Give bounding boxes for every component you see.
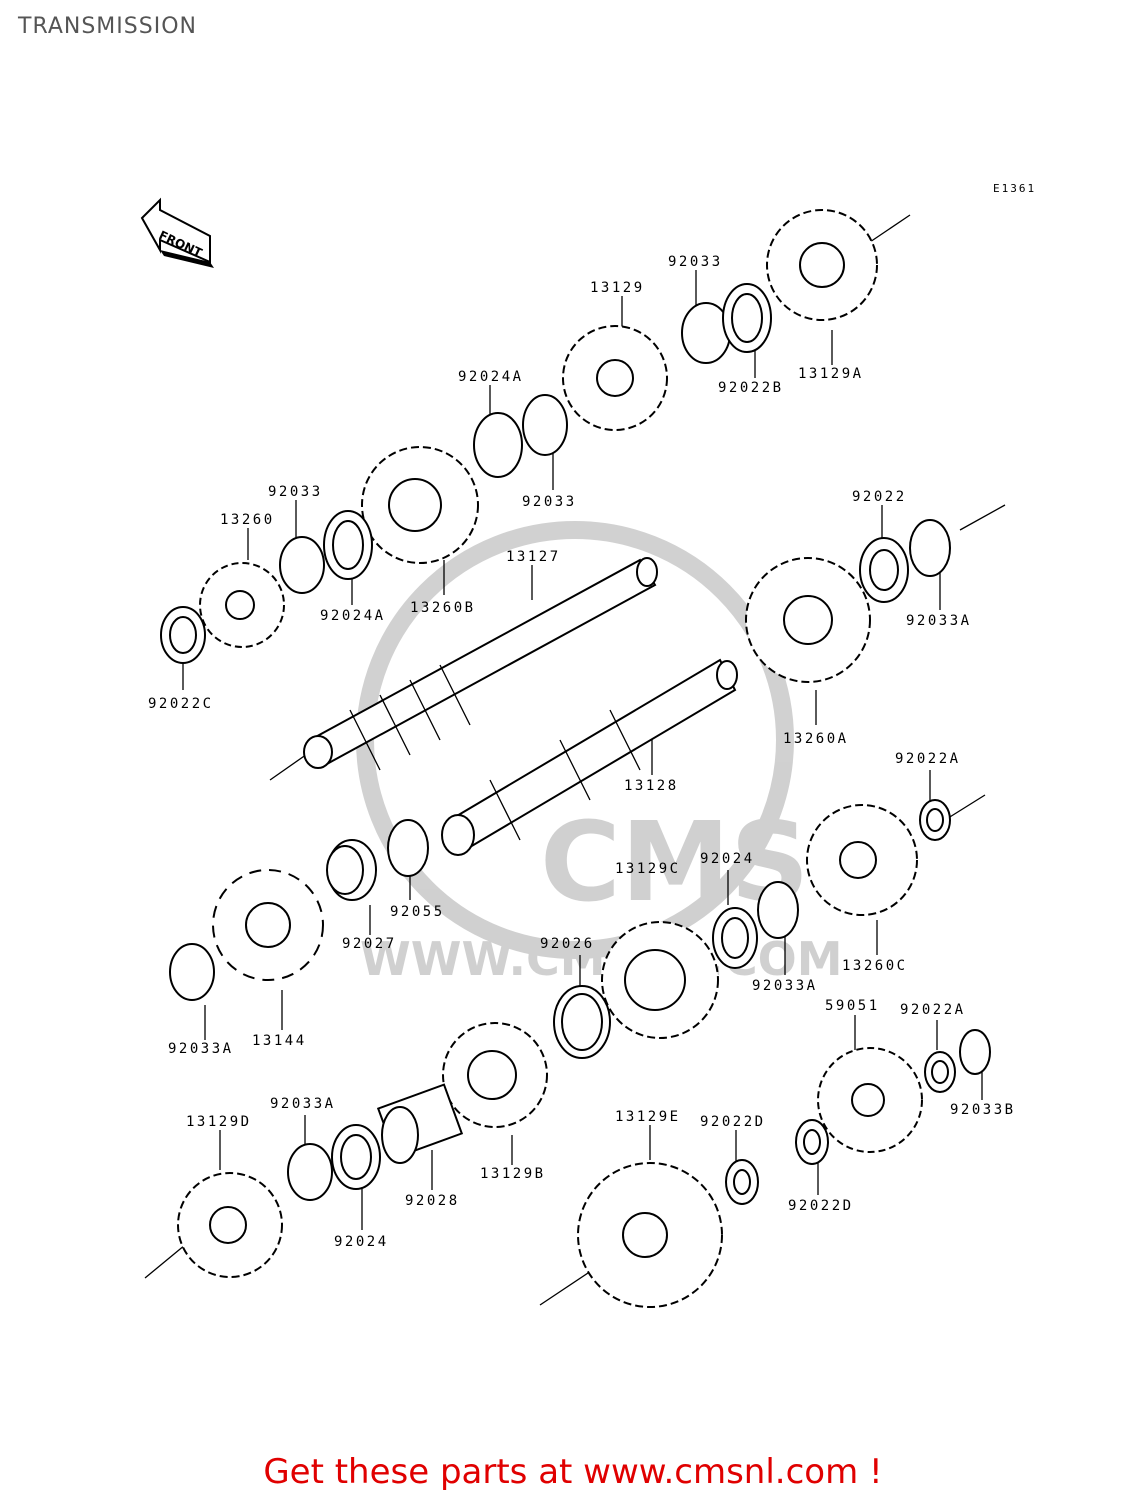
front-arrow-icon: FRONT [140,197,214,268]
gear-13129B [442,1022,548,1128]
gear-59051 [817,1047,923,1153]
label-59051: 59051 [825,998,880,1014]
label-13129A: 13129A [798,366,864,382]
gear-13129 [562,325,668,431]
ring-92024A-top [473,412,523,478]
label-92022A: 92022A [900,1002,966,1018]
label-13129C: 13129C [615,861,681,877]
ring-92024A-left [323,510,373,580]
washer-92022 [859,537,909,603]
label-92024A: 92024A [320,608,386,624]
label-92022C: 92022C [148,696,214,712]
gear-13260B [361,446,479,564]
label-13129B: 13129B [480,1166,546,1182]
gear-13129D [177,1172,283,1278]
label-92022D: 92022D [700,1114,766,1130]
label-13260C: 13260C [842,958,908,974]
ring-92026 [553,985,611,1059]
washer-92024-mid [712,907,758,969]
label-92022A: 92022A [895,751,961,767]
washer-92022C [160,606,206,664]
collar-92027 [326,839,377,901]
gear-13129E [577,1162,723,1308]
gear-13260C [806,804,918,916]
label-92022D: 92022D [788,1198,854,1214]
washer-92022A-low [924,1051,956,1093]
bushing-92028 [376,1083,464,1164]
ring-92033A-low [287,1143,333,1201]
page-title: TRANSMISSION [18,14,197,39]
label-92027: 92027 [342,936,397,952]
label-92033: 92033 [522,494,577,510]
part-labels: 92033 13129 92022B 13129A 92024A 92033 9… [148,254,1016,1250]
label-13144: 13144 [252,1033,307,1049]
label-92024: 92024 [334,1234,389,1250]
gear-13260 [199,562,285,648]
label-92033A: 92033A [168,1041,234,1057]
label-92022: 92022 [852,489,907,505]
sprocket-13144 [212,869,324,981]
ring-92033B [959,1029,991,1075]
label-92024: 92024 [700,851,755,867]
ring-92033A-left [169,943,215,1001]
label-92024A: 92024A [458,369,524,385]
washer-92022B [722,283,772,353]
ring-92033A-right [909,519,951,577]
label-13260: 13260 [220,512,275,528]
shaft-13127 [303,557,658,771]
label-92026: 92026 [540,936,595,952]
cta-link[interactable]: Get these parts at www.cmsnl.com ! [263,1452,883,1492]
label-92033A: 92033A [270,1096,336,1112]
label-92022B: 92022B [718,380,784,396]
label-13128: 13128 [624,778,679,794]
diagram-code: E1361 [993,182,1036,195]
label-13129E: 13129E [615,1109,681,1125]
shaft-13128 [441,658,738,856]
gear-13129A [766,209,878,321]
washer-92022D-b [795,1119,829,1165]
washer-92022D-a [725,1159,759,1205]
washer-92022A-right [919,799,951,841]
gear-13260A [745,557,871,683]
ring-92033-left [279,536,325,594]
label-92033A: 92033A [906,613,972,629]
transmission-exploded-diagram: CMS WWW.CMSNL.COM E1361 FRONT [140,182,1036,1308]
ring-92033-mid [522,394,568,456]
label-92033: 92033 [668,254,723,270]
label-13129D: 13129D [186,1114,252,1130]
label-92033: 92033 [268,484,323,500]
washer-92024-low [331,1124,381,1190]
label-92033B: 92033B [950,1102,1016,1118]
gear-13129C [601,921,719,1039]
oring-92055 [387,819,429,877]
label-13260A: 13260A [783,731,849,747]
label-13129: 13129 [590,280,645,296]
label-13260B: 13260B [410,600,476,616]
label-92033A: 92033A [752,978,818,994]
label-92028: 92028 [405,1193,460,1209]
label-13127: 13127 [506,549,561,565]
label-92055: 92055 [390,904,445,920]
ring-92033A-mid [757,881,799,939]
